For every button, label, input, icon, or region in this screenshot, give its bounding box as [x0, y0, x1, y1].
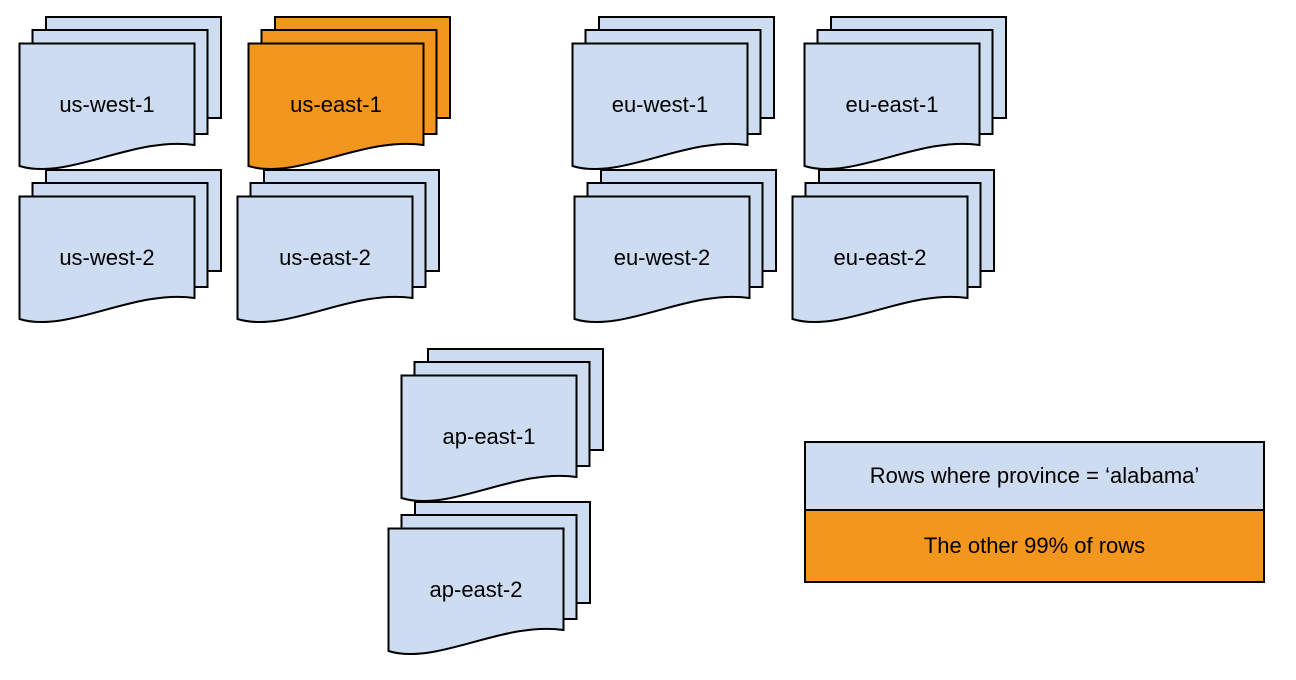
document-stack-eu-east-2: eu-east-2	[791, 169, 997, 327]
document-stack-us-east-1: us-east-1	[247, 16, 453, 174]
stack-label: us-east-2	[279, 245, 371, 270]
multi-document-icon	[571, 16, 775, 171]
stack-label: eu-west-2	[613, 245, 711, 270]
stack-label: eu-west-1	[611, 92, 709, 117]
stack-label: ap-east-2	[429, 577, 523, 602]
multi-document-icon	[18, 16, 222, 171]
multi-document-icon	[387, 501, 591, 656]
legend-item-label: Rows where province = ‘alabama’	[869, 463, 1200, 488]
document-stack-eu-east-1: eu-east-1	[803, 16, 1009, 174]
document-front-page	[573, 195, 751, 324]
document-stack-eu-west-2: eu-west-2	[573, 169, 779, 327]
document-front-page	[803, 42, 981, 171]
document-stack-us-west-2: us-west-2	[18, 169, 224, 327]
legend: Rows where province = ‘alabama’ The othe…	[804, 441, 1265, 583]
document-stack-ap-east-2: ap-east-2	[387, 501, 593, 659]
stack-label: us-west-1	[59, 92, 155, 117]
document-front-page	[247, 42, 425, 171]
multi-document-icon	[18, 169, 222, 324]
document-front-page	[571, 42, 749, 171]
legend-item-label: The other 99% of rows	[923, 533, 1146, 558]
document-stack-eu-west-1: eu-west-1	[571, 16, 777, 174]
multi-document-icon	[247, 16, 451, 171]
document-stack-us-east-2: us-east-2	[236, 169, 442, 327]
legend-item-alabama-rows: Rows where province = ‘alabama’	[806, 443, 1263, 511]
stack-label: eu-east-2	[833, 245, 927, 270]
document-front-page	[18, 42, 196, 171]
multi-document-icon	[236, 169, 440, 324]
stack-label: eu-east-1	[845, 92, 939, 117]
document-front-page	[791, 195, 969, 324]
document-stack-ap-east-1: ap-east-1	[400, 348, 606, 506]
multi-document-icon	[573, 169, 777, 324]
stack-label: us-east-1	[290, 92, 382, 117]
stack-label: ap-east-1	[442, 424, 536, 449]
document-front-page	[236, 195, 414, 324]
stack-label: us-west-2	[59, 245, 155, 270]
document-stack-us-west-1: us-west-1	[18, 16, 224, 174]
legend-item-other-rows: The other 99% of rows	[806, 511, 1263, 581]
document-front-page	[387, 527, 565, 656]
multi-document-icon	[791, 169, 995, 324]
document-front-page	[18, 195, 196, 324]
multi-document-icon	[400, 348, 604, 503]
document-front-page	[400, 374, 578, 503]
multi-document-icon	[803, 16, 1007, 171]
